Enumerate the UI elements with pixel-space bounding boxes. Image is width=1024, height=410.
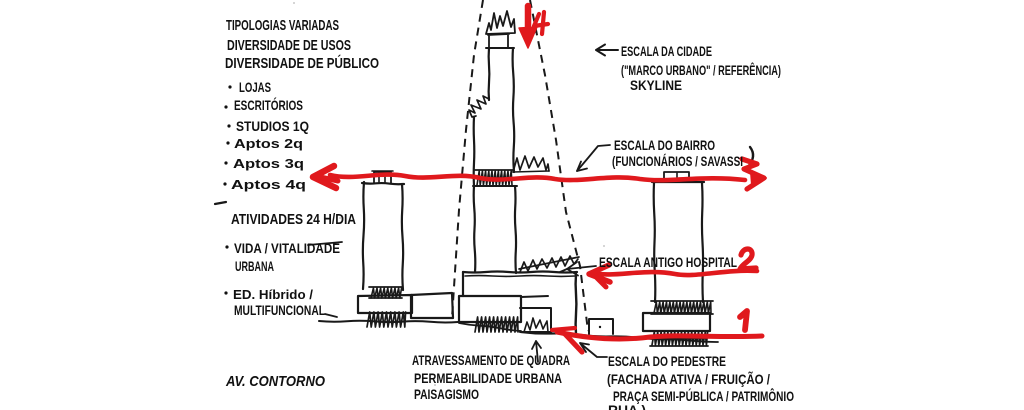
svg-text:Aptos 3q: Aptos 3q: [233, 156, 304, 171]
svg-text:PAISAGISMO: PAISAGISMO: [414, 386, 479, 402]
svg-text:ESCALA DO BAIRRO: ESCALA DO BAIRRO: [614, 137, 715, 153]
svg-text:AV. CONTORNO: AV. CONTORNO: [225, 373, 325, 390]
svg-text:RUA ): RUA ): [608, 402, 646, 410]
svg-text:Aptos 4q: Aptos 4q: [231, 177, 306, 192]
svg-text:TIPOLOGIAS VARIADAS: TIPOLOGIAS VARIADAS: [226, 17, 339, 34]
svg-text:SKYLINE: SKYLINE: [630, 77, 682, 93]
svg-text:ESCALA DA CIDADE: ESCALA DA CIDADE: [621, 43, 712, 59]
svg-text:ESCRITÓRIOS: ESCRITÓRIOS: [234, 96, 303, 113]
svg-text:ESCALA ANTIGO HOSPITAL: ESCALA ANTIGO HOSPITAL: [599, 254, 737, 270]
svg-text:STUDIOS 1Q: STUDIOS 1Q: [236, 118, 309, 134]
svg-text:Aptos 2q: Aptos 2q: [234, 136, 303, 151]
svg-text:("MARCO URBANO" / REFERÊNCIA): ("MARCO URBANO" / REFERÊNCIA): [621, 61, 781, 78]
svg-text:PRAÇA SEMI-PÚBLICA / PATRIMÔNI: PRAÇA SEMI-PÚBLICA / PATRIMÔNIO: [613, 387, 794, 404]
svg-text:LOJAS: LOJAS: [239, 79, 271, 95]
svg-text:PERMEABILIDADE URBANA: PERMEABILIDADE URBANA: [414, 370, 562, 386]
svg-text:URBANA: URBANA: [235, 258, 274, 274]
svg-text:DIVERSIDADE DE PÚBLICO: DIVERSIDADE DE PÚBLICO: [225, 54, 379, 72]
svg-text:ATRAVESSAMENTO DE QUADRA: ATRAVESSAMENTO DE QUADRA: [412, 352, 570, 368]
svg-text:DIVERSIDADE DE USOS: DIVERSIDADE DE USOS: [227, 37, 351, 54]
svg-text:ATIVIDADES 24 H/DIA: ATIVIDADES 24 H/DIA: [231, 211, 356, 228]
svg-text:(FUNCIONÁRIOS / SAVASSI: (FUNCIONÁRIOS / SAVASSI: [612, 153, 743, 169]
svg-text:ED. Híbrido /: ED. Híbrido /: [233, 287, 313, 302]
svg-text:(FACHADA ATIVA / FRUIÇÃO /: (FACHADA ATIVA / FRUIÇÃO /: [607, 370, 770, 387]
svg-text:VIDA / VITALIDADE: VIDA / VITALIDADE: [234, 240, 340, 256]
svg-text:ESCALA DO PEDESTRE: ESCALA DO PEDESTRE: [608, 353, 726, 369]
svg-text:MULTIFUNCIONAL: MULTIFUNCIONAL: [234, 302, 325, 318]
